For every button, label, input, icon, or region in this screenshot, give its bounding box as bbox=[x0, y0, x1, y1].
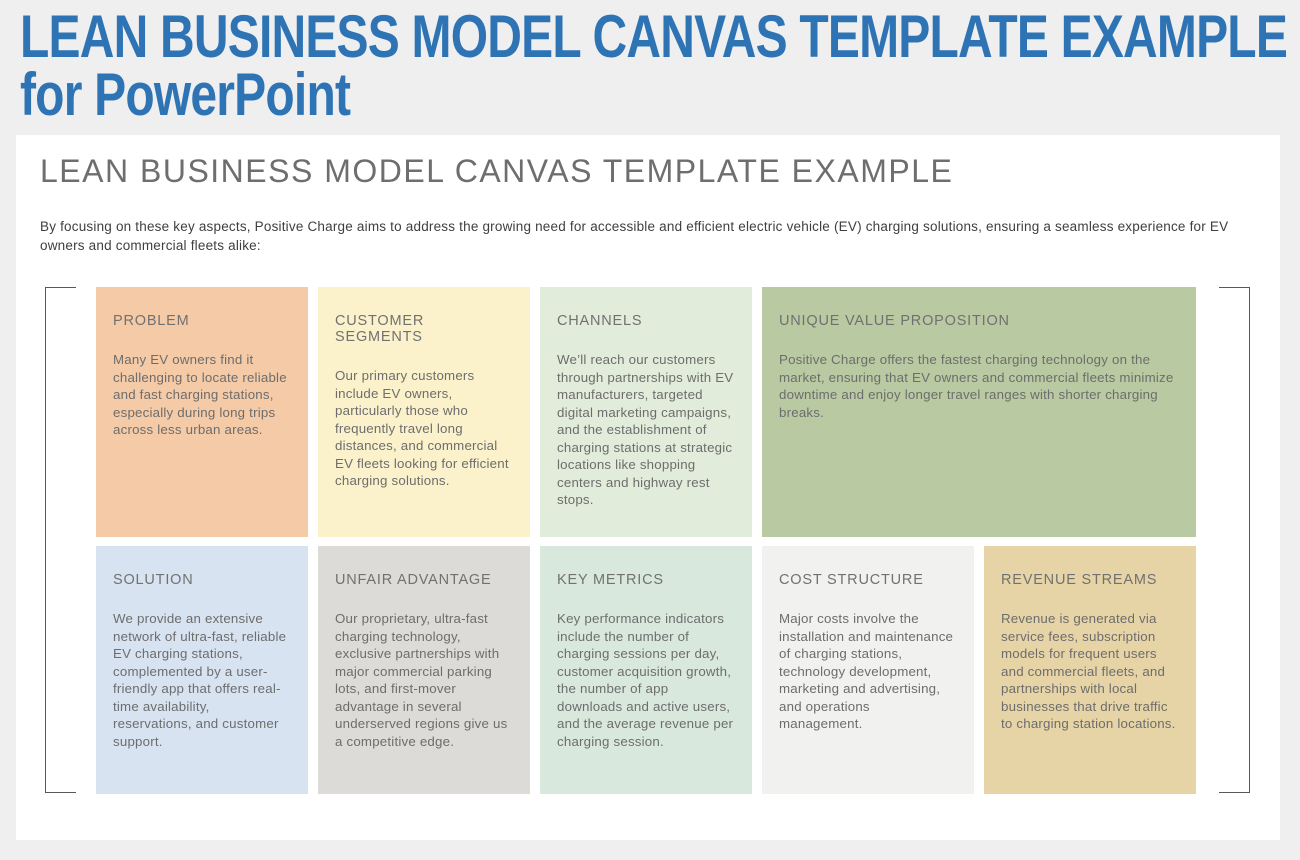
card-title: SOLUTION bbox=[113, 572, 194, 588]
card-body: Major costs involve the installation and… bbox=[779, 611, 954, 731]
card-body: We’ll reach our customers through partne… bbox=[557, 352, 734, 507]
right-bracket bbox=[1219, 287, 1250, 793]
page-title-line2: for PowerPoint bbox=[20, 61, 351, 128]
card-title: UNIQUE VALUE PROPOSITION bbox=[779, 313, 1010, 329]
card-body: We provide an extensive network of ultra… bbox=[113, 611, 287, 749]
card-body: Key performance indicators include the n… bbox=[557, 611, 734, 749]
card-title: UNFAIR ADVANTAGE bbox=[335, 572, 492, 588]
card-title: COST STRUCTURE bbox=[779, 572, 924, 588]
left-bracket bbox=[45, 287, 76, 793]
canvas-card-cost-structure: COST STRUCTURE Major costs involve the i… bbox=[762, 546, 974, 794]
card-title: CUSTOMER SEGMENTS bbox=[335, 313, 425, 345]
page-header: LEAN BUSINESS MODEL CANVAS TEMPLATE EXAM… bbox=[0, 0, 1300, 135]
card-body: Positive Charge offers the fastest charg… bbox=[779, 352, 1174, 420]
content-panel: LEAN BUSINESS MODEL CANVAS TEMPLATE EXAM… bbox=[16, 135, 1280, 840]
canvas-card-unique-value-proposition: UNIQUE VALUE PROPOSITION Positive Charge… bbox=[762, 287, 1196, 537]
canvas-card-problem: PROBLEM Many EV owners find it challengi… bbox=[96, 287, 308, 537]
canvas-card-channels: CHANNELS We’ll reach our customers throu… bbox=[540, 287, 752, 537]
canvas-grid: PROBLEM Many EV owners find it challengi… bbox=[96, 287, 1196, 794]
card-title: CHANNELS bbox=[557, 313, 643, 329]
card-title: REVENUE STREAMS bbox=[1001, 572, 1158, 588]
page-title-line1: LEAN BUSINESS MODEL CANVAS TEMPLATE EXAM… bbox=[20, 3, 1288, 70]
card-body: Many EV owners find it challenging to lo… bbox=[113, 352, 287, 437]
canvas-card-customer-segments: CUSTOMER SEGMENTS Our primary customers … bbox=[318, 287, 530, 537]
card-title: KEY METRICS bbox=[557, 572, 664, 588]
intro-paragraph: By focusing on these key aspects, Positi… bbox=[40, 219, 1229, 253]
card-body: Our proprietary, ultra-fast charging tec… bbox=[335, 611, 508, 749]
canvas-area: PROBLEM Many EV owners find it challengi… bbox=[16, 287, 1280, 794]
canvas-card-revenue-streams: REVENUE STREAMS Revenue is generated via… bbox=[984, 546, 1196, 794]
canvas-card-key-metrics: KEY METRICS Key performance indicators i… bbox=[540, 546, 752, 794]
canvas-title: LEAN BUSINESS MODEL CANVAS TEMPLATE EXAM… bbox=[40, 153, 954, 189]
card-body: Revenue is generated via service fees, s… bbox=[1001, 611, 1176, 731]
canvas-card-solution: SOLUTION We provide an extensive network… bbox=[96, 546, 308, 794]
card-title: PROBLEM bbox=[113, 313, 190, 329]
canvas-card-unfair-advantage: UNFAIR ADVANTAGE Our proprietary, ultra-… bbox=[318, 546, 530, 794]
card-body: Our primary customers include EV owners,… bbox=[335, 368, 509, 488]
